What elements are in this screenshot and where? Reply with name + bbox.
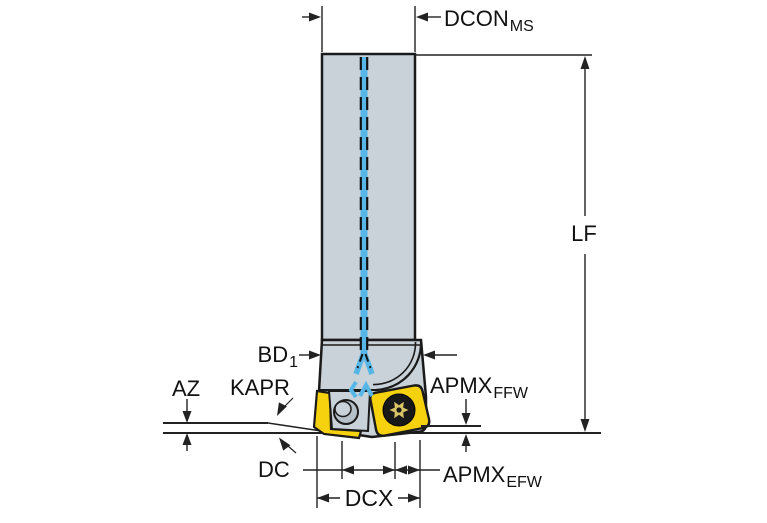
label-az: AZ [172, 376, 201, 401]
label-lf: LF [571, 221, 597, 246]
label-kapr: KAPR [230, 375, 290, 400]
kapr-arrow-upper [277, 402, 287, 416]
kapr-annotation [277, 397, 297, 454]
flute-edge-outer [375, 341, 423, 392]
lf-arrow-up [580, 56, 590, 69]
coolant-centerline [348, 57, 375, 399]
tool-body [312, 52, 431, 440]
lf-dimension [415, 54, 592, 432]
kapr-arrow-lower [279, 437, 291, 451]
dc-arrow-left [342, 465, 354, 475]
apmx-ffw-dimension [421, 399, 481, 452]
efw-arrow-left [395, 465, 407, 475]
efw-arrow-right [408, 465, 420, 475]
centerline-chevron-left [348, 380, 358, 399]
label-dc: DC [258, 457, 290, 482]
shank-body [320, 52, 417, 342]
dcon-dimension [302, 6, 441, 52]
dcon-arrow-right [416, 12, 428, 22]
dc-arrow-right [383, 465, 395, 475]
torx-screw-icon [382, 393, 416, 427]
bd1-arrow-right [423, 350, 435, 360]
bottom-dimensions [303, 436, 440, 508]
az-dimension [182, 399, 192, 451]
label-apmx-efw: APMXEFW [443, 462, 542, 491]
centerline-chevron-tip [358, 380, 374, 397]
dcon-arrow-left [309, 12, 321, 22]
ffw-arrow-down [461, 413, 471, 425]
dcx-arrow-right [408, 493, 420, 503]
az-arrow-up [182, 433, 192, 445]
flute-edge-inner [372, 341, 417, 386]
label-apmx-ffw: APMXFFW [430, 373, 529, 402]
label-dcon: DCONMS [444, 6, 534, 35]
lf-arrow-down [580, 419, 590, 432]
bd1-dimension [299, 350, 457, 360]
bd1-arrow-left [309, 350, 321, 360]
az-arrow-down [182, 411, 192, 423]
dcx-arrow-left [317, 493, 329, 503]
screw-hole-bore [334, 400, 352, 418]
ffw-arrow-up [461, 434, 471, 446]
label-bd1: BD1 [257, 342, 298, 371]
label-dcx: DCX [344, 485, 394, 511]
